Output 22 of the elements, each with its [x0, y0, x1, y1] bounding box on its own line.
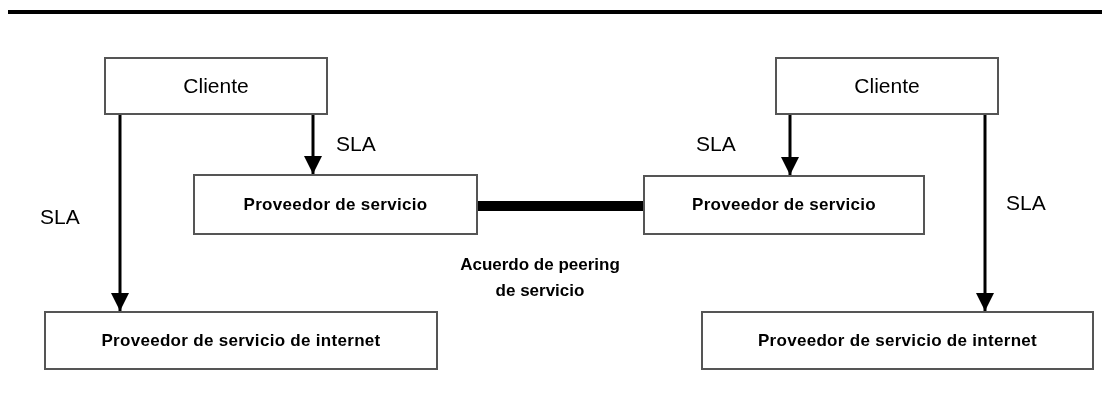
node-label: Cliente	[183, 74, 249, 98]
edge-label: Acuerdo de peering de servicio	[459, 254, 621, 302]
node-label: Proveedor de servicio	[243, 194, 428, 215]
node-label: Proveedor de servicio	[692, 195, 876, 215]
edge-label: SLA	[336, 132, 376, 156]
arrow	[781, 115, 799, 175]
thick-connector	[478, 201, 643, 211]
edge-label: SLA	[1006, 191, 1046, 215]
edge-label: SLA	[696, 132, 736, 156]
arrow	[111, 115, 129, 311]
process-box	[643, 175, 925, 235]
process-box	[104, 57, 328, 115]
arrow	[304, 115, 322, 174]
node-label: Proveedor de servicio de internet	[101, 330, 381, 351]
edge-label: SLA	[40, 205, 80, 229]
process-box	[193, 174, 478, 235]
process-box	[44, 311, 438, 370]
node-label: Proveedor de servicio de internet	[757, 330, 1038, 351]
process-box	[701, 311, 1094, 370]
arrow	[976, 115, 994, 311]
process-box	[775, 57, 999, 115]
node-label: Cliente	[854, 74, 920, 98]
